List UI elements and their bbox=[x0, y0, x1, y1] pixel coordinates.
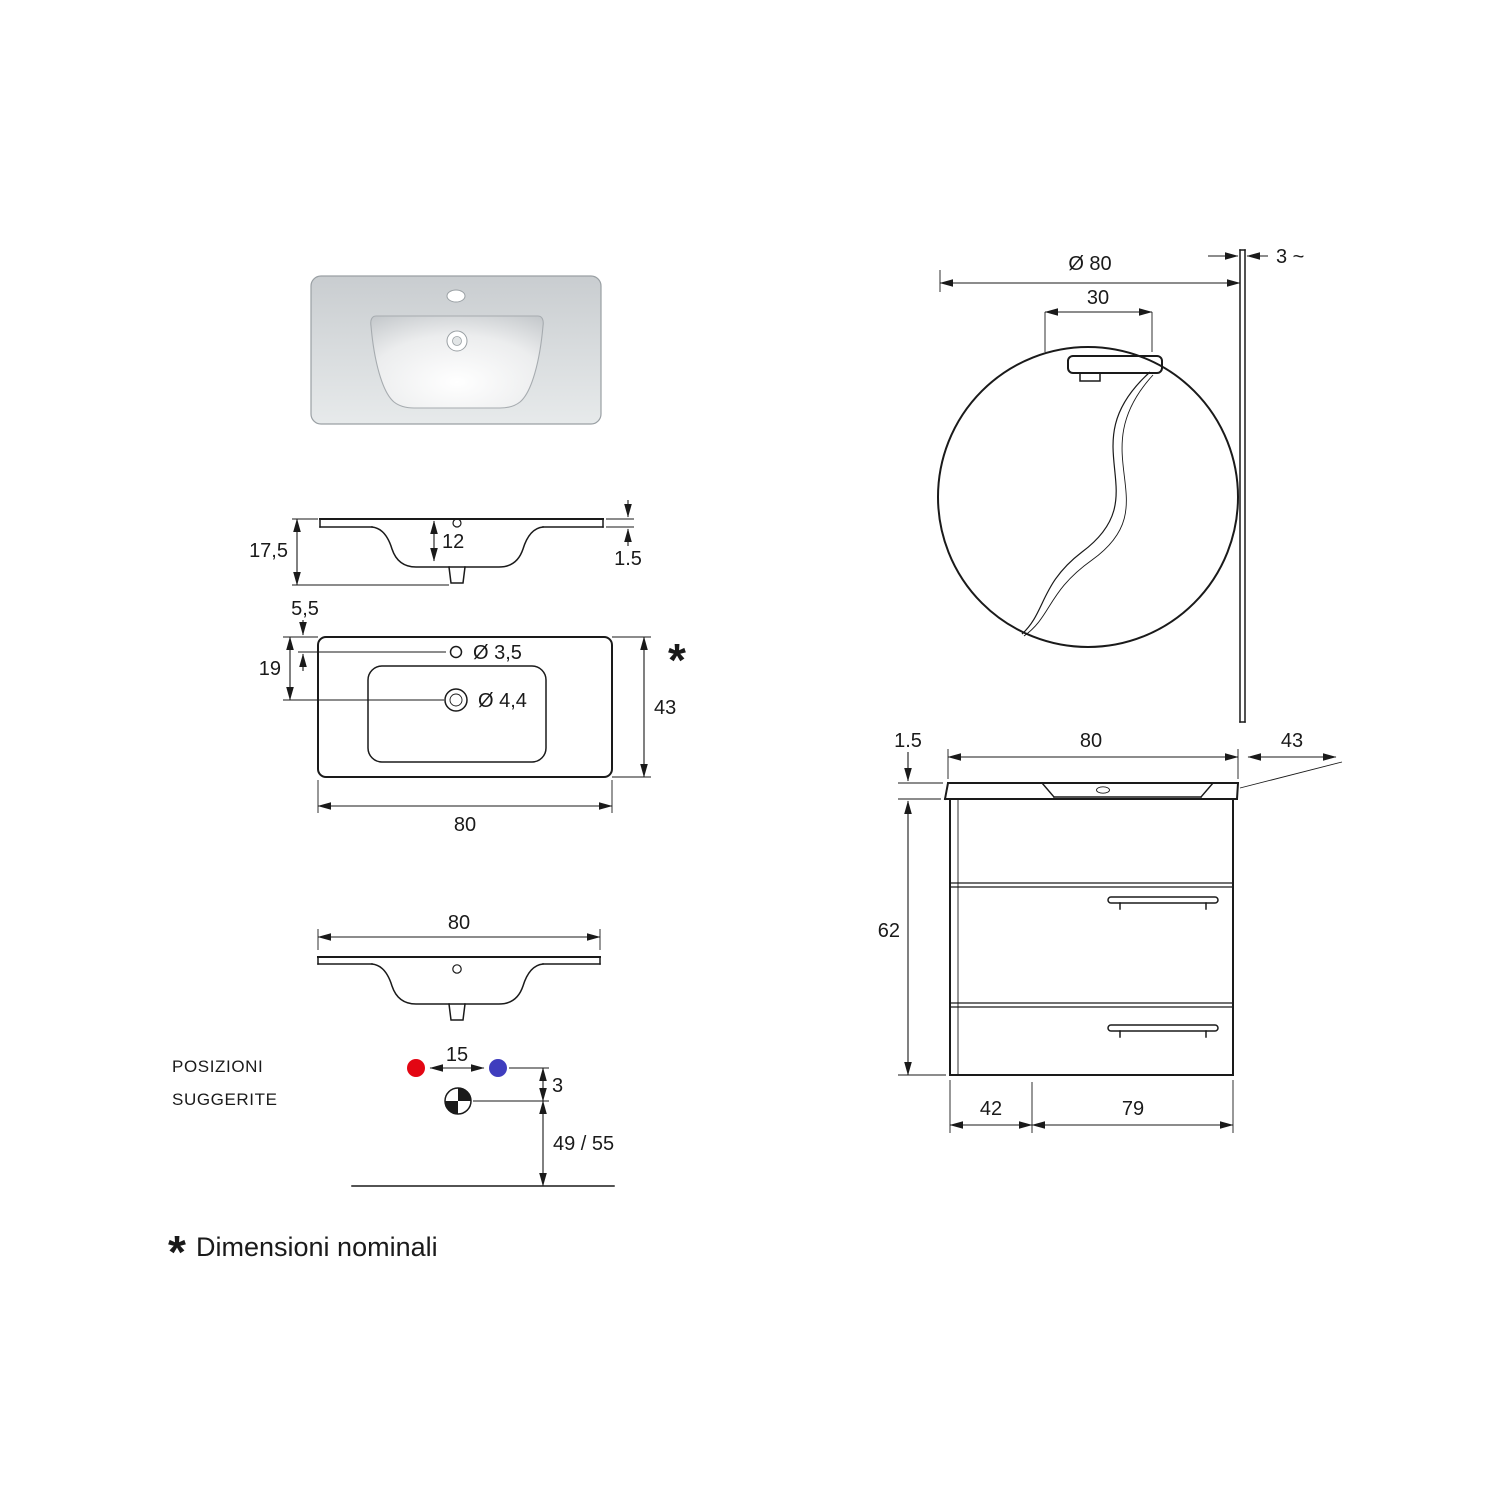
bowl-profile bbox=[371, 526, 544, 568]
footnote-asterisk: * bbox=[168, 1226, 186, 1278]
faucet-hole-plan bbox=[449, 645, 463, 659]
washbasin-render-top-view bbox=[310, 275, 602, 425]
drain-stub-positions bbox=[448, 1003, 466, 1021]
hot-water-outlet bbox=[407, 1059, 425, 1077]
faucet-hole-section bbox=[452, 518, 462, 528]
dim-basin-depth: 12 bbox=[442, 531, 464, 553]
dim-total-height: 17,5 bbox=[249, 540, 288, 562]
dim-outlet-spacing: 15 bbox=[446, 1044, 468, 1066]
dim-drain-offset-positions: 3 bbox=[552, 1075, 563, 1097]
mirror-decor-wave bbox=[1023, 374, 1154, 637]
footnote-text: Dimensioni nominali bbox=[196, 1232, 438, 1262]
dim-base-depth: 42 bbox=[980, 1098, 1002, 1120]
basin-recess-edge bbox=[1040, 781, 1056, 799]
dim-rim-thickness: 1.5 bbox=[614, 548, 642, 570]
dim-height-range: 49 / 55 bbox=[553, 1133, 614, 1155]
drain-stub bbox=[448, 566, 466, 584]
faucet-hole-render bbox=[446, 289, 466, 303]
cold-water-outlet bbox=[489, 1059, 507, 1077]
drain-symbol-quadrant bbox=[445, 1101, 458, 1114]
dim-width: 80 bbox=[454, 814, 476, 836]
drawer-handle-top bbox=[1107, 896, 1219, 904]
label-faucet-hole-diameter: Ø 3,5 bbox=[473, 642, 522, 664]
faucet-hole-positions bbox=[452, 964, 462, 974]
washbasin-section-view: 17,5 12 1.5 bbox=[249, 500, 642, 586]
cabinet-body bbox=[949, 798, 1234, 1076]
washbasin-plan-view: Ø 3,5 Ø 4,4 5,5 19 43 80 * bbox=[259, 598, 686, 836]
dim-drain-offset: 19 bbox=[259, 658, 281, 680]
dim-top-width: 80 bbox=[1080, 730, 1102, 752]
faucet-hole-cabinet bbox=[1096, 786, 1110, 794]
dim-mirror-diameter: Ø 80 bbox=[1068, 253, 1111, 275]
round-mirror bbox=[937, 346, 1239, 648]
dim-depth: 43 bbox=[654, 697, 676, 719]
drain-hole-center bbox=[452, 336, 462, 346]
bowl-profile-positions bbox=[371, 963, 544, 1005]
vanity-cabinet-view: 1.5 62 80 43 42 79 bbox=[878, 730, 1343, 1133]
lamp-mount bbox=[1079, 372, 1101, 382]
mirror-view: Ø 80 30 3 ~ bbox=[937, 246, 1304, 723]
washbasin-bowl bbox=[370, 315, 544, 409]
dim-cabinet-height: 62 bbox=[878, 920, 900, 942]
dim-top-depth: 43 bbox=[1281, 730, 1303, 752]
footnote: * Dimensioni nominali bbox=[168, 1226, 438, 1278]
dim-lamp-width: 30 bbox=[1087, 287, 1109, 309]
connection-positions-view: 80 15 3 49 / 55 POSIZIONI SUGGERITE bbox=[172, 912, 615, 1187]
caption-suggerite: SUGGERITE bbox=[172, 1090, 278, 1109]
washbasin-outline-plan bbox=[317, 636, 613, 778]
mirror-lamp bbox=[1067, 355, 1163, 374]
mirror-decor-wave bbox=[1021, 371, 1151, 635]
caption-posizioni: POSIZIONI bbox=[172, 1057, 263, 1076]
dim-faucet-offset: 5,5 bbox=[291, 598, 319, 620]
drain-hole-plan bbox=[444, 688, 468, 712]
drain-symbol-quadrant bbox=[458, 1088, 471, 1101]
dim-base-width: 79 bbox=[1122, 1098, 1144, 1120]
label-drain-hole-diameter: Ø 4,4 bbox=[478, 690, 527, 712]
bowl-outline-plan bbox=[367, 665, 547, 763]
drawer-handle-bottom bbox=[1107, 1024, 1219, 1032]
dim-width-positions: 80 bbox=[448, 912, 470, 934]
nominal-asterisk: * bbox=[668, 634, 686, 686]
dim-top-thickness: 1.5 bbox=[894, 730, 922, 752]
depth-projection-line bbox=[1239, 761, 1343, 789]
dim-mirror-thickness: 3 ~ bbox=[1276, 246, 1304, 268]
